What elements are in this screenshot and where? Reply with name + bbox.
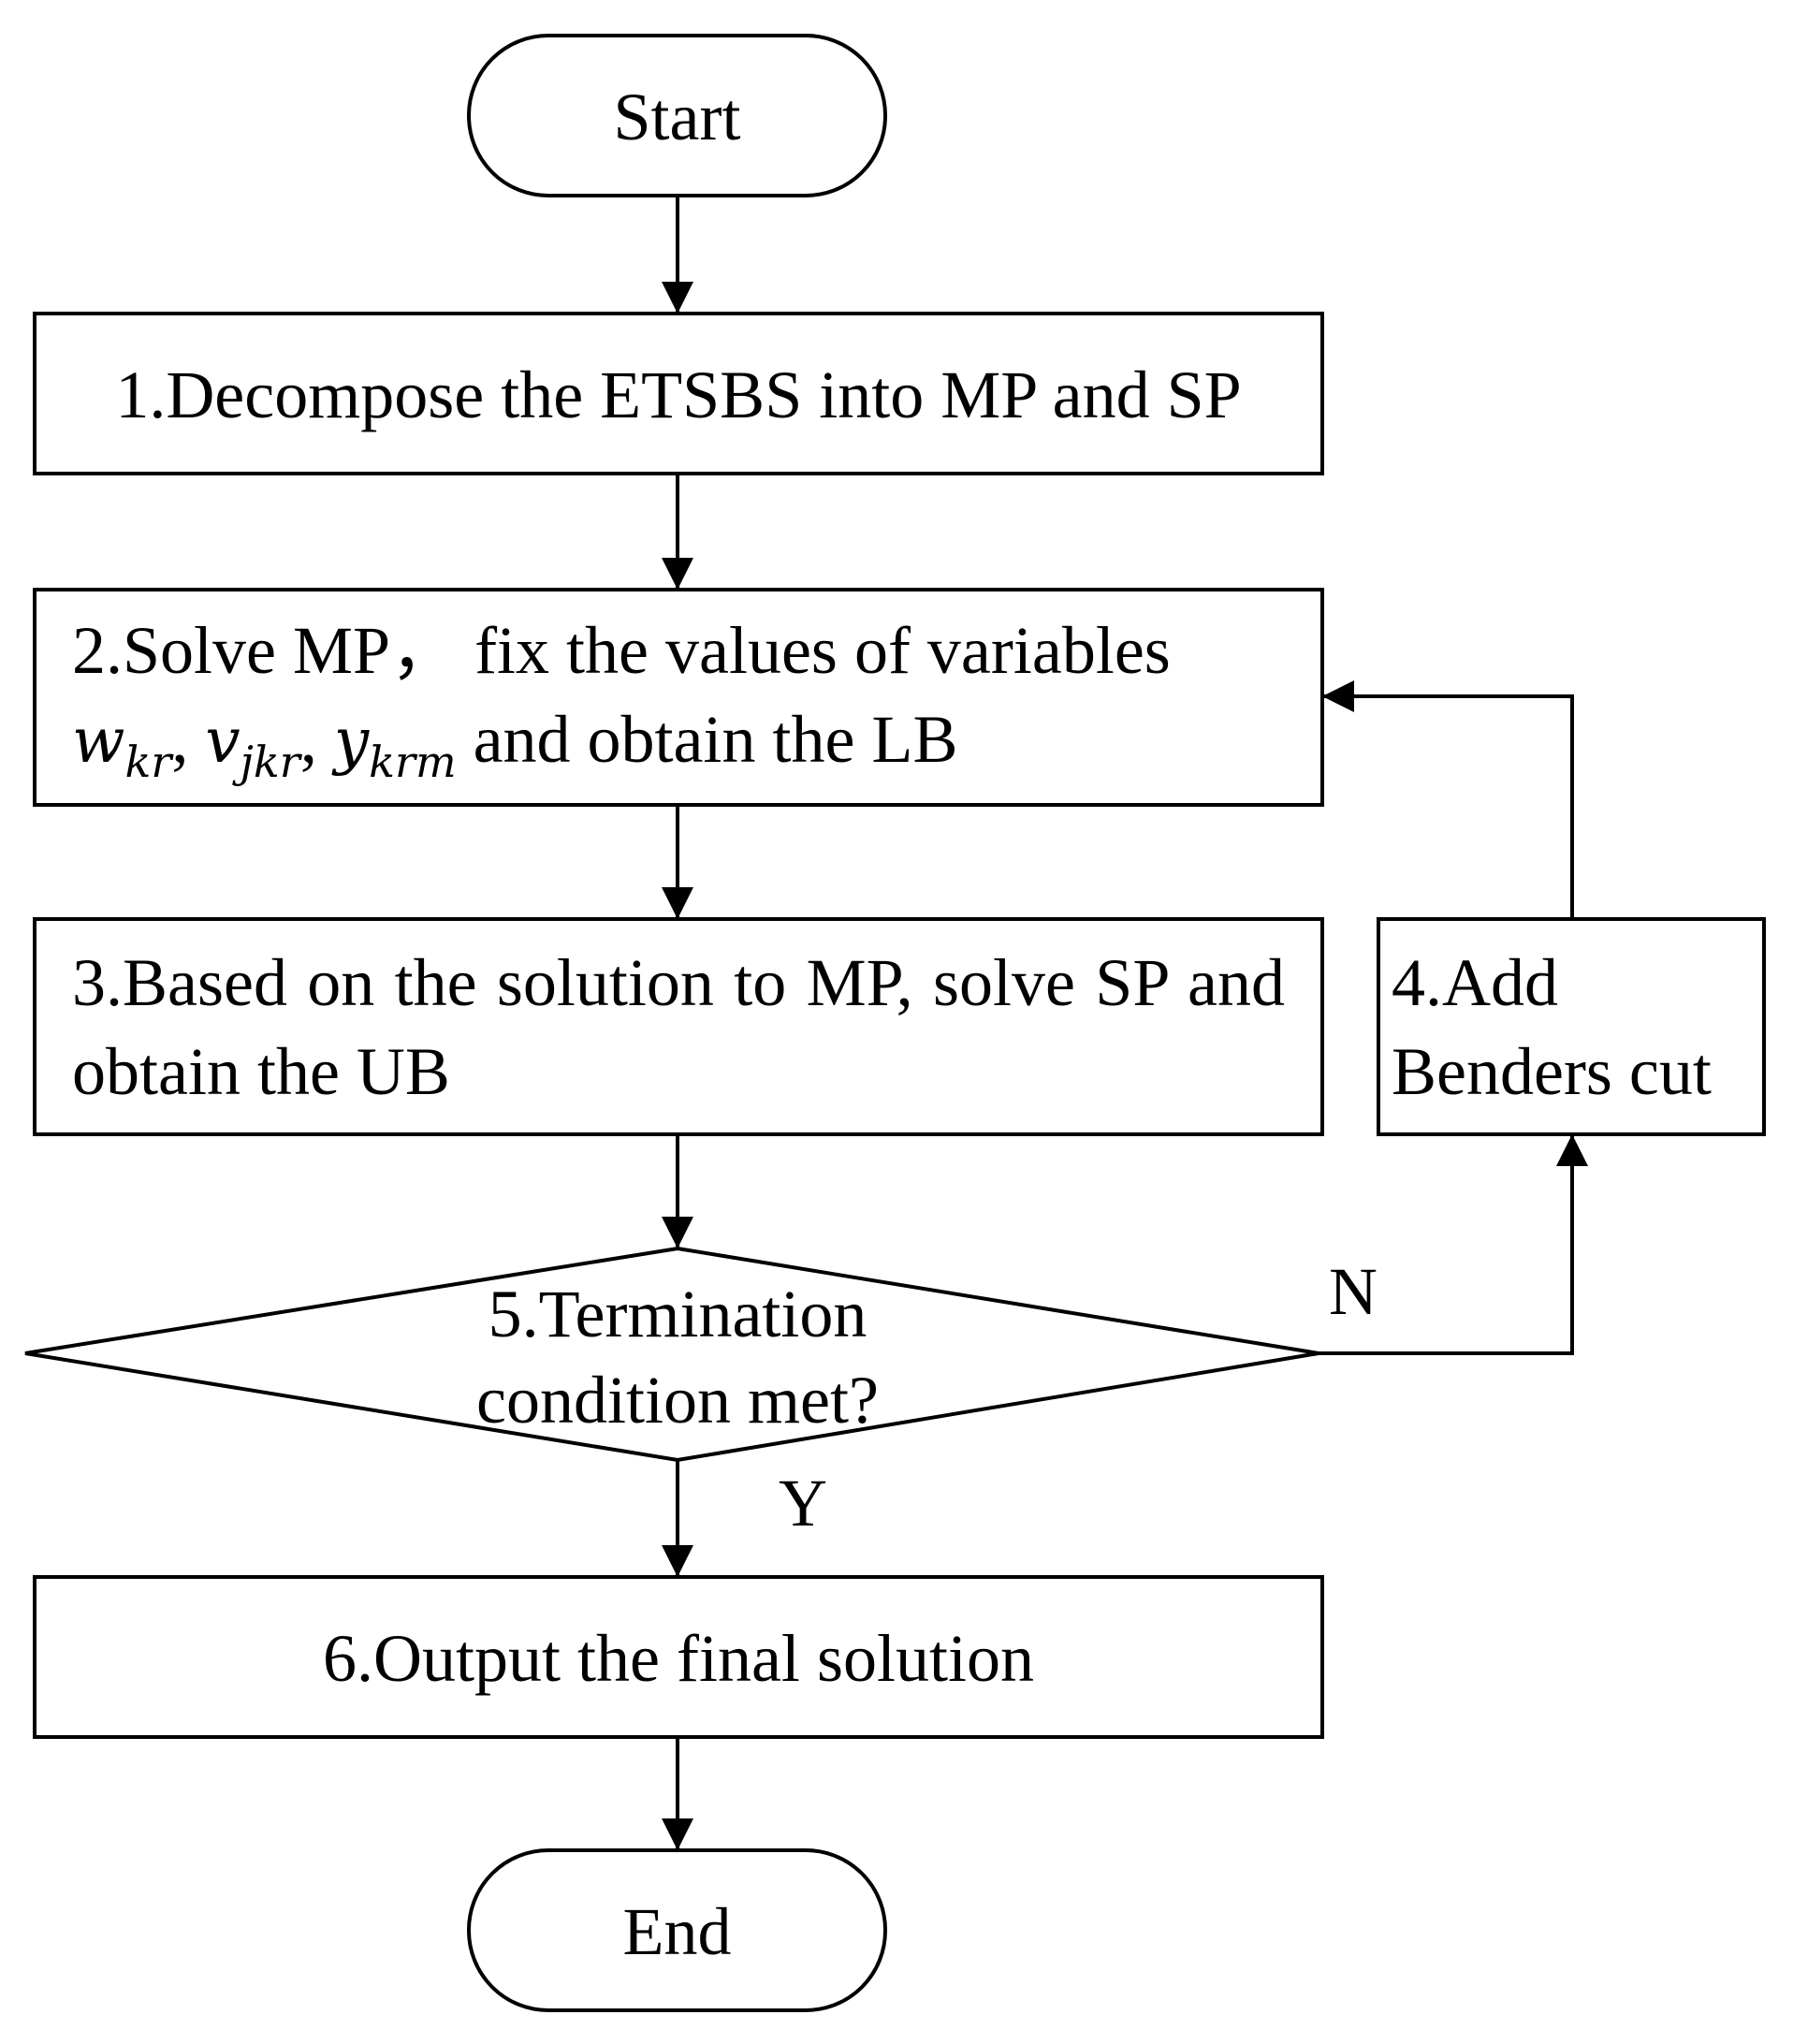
end-label: End (622, 1894, 732, 1969)
step3-label: 3.Based on the solution to MP, solve SP … (72, 945, 1285, 1109)
step2-line1: 2.Solve MP， fix the values of variables (72, 613, 1171, 688)
var-v: vjkr (205, 705, 300, 787)
step4-line1: 4.Add (1392, 945, 1558, 1020)
var-w: wkr (72, 705, 172, 787)
arrow-step5-to-step4 (1319, 1134, 1588, 1355)
arrow-step4-to-step2 (1322, 680, 1574, 919)
step3-box (33, 917, 1324, 1136)
step1-box (33, 312, 1324, 475)
step2-line2: wkr, vjkr, ykrm and obtain the LB (72, 702, 958, 787)
start-label: Start (613, 80, 741, 154)
step5-line1: 5.Termination (488, 1277, 867, 1351)
step6-label: 6.Output the final solution (323, 1621, 1034, 1696)
step4-label: 4.Add Benders cut (1392, 939, 1757, 1117)
step5-line2: condition met? (476, 1363, 879, 1438)
edge-label-yes: Y (779, 1466, 827, 1540)
var-y: ykrm (333, 705, 457, 787)
step6-box (33, 1575, 1324, 1739)
step1-label: 1.Decompose the ETSBS into MP and SP (115, 358, 1242, 432)
step2-label: 2.Solve MP， fix the values of variables … (72, 606, 1285, 785)
step4-line2: Benders cut (1392, 1034, 1712, 1109)
step2-box (33, 588, 1324, 807)
step5-label: 5.Termination condition met? (350, 1271, 1005, 1443)
end-terminator (467, 1848, 887, 2012)
edge-label-no: N (1329, 1254, 1378, 1329)
